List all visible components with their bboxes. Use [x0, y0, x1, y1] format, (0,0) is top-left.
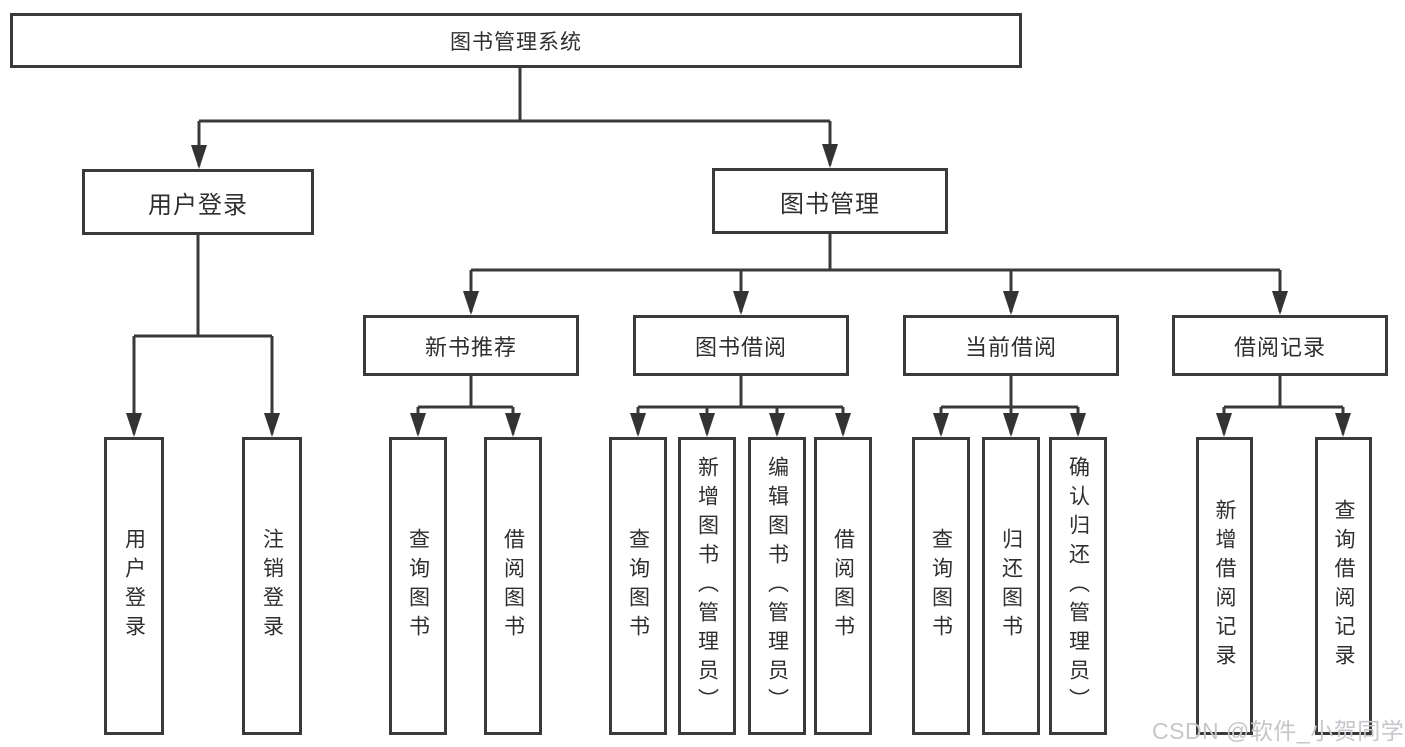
- node-label: 当前借阅: [964, 334, 1057, 360]
- connector-current-borrow-children: [933, 376, 1086, 437]
- connector-user-login-children: [126, 234, 280, 437]
- node-label: 编辑图书（管理员）: [765, 455, 789, 717]
- node-label: 借阅记录: [1233, 334, 1326, 360]
- node-user-login: 用户登录: [82, 169, 314, 235]
- node-label: 图书管理系统: [450, 30, 582, 54]
- node-label: 新书推荐: [424, 334, 517, 360]
- node-label: 查询借阅记录: [1332, 499, 1355, 673]
- node-book-management: 图书管理: [712, 168, 948, 234]
- node-label: 注销登录: [260, 528, 284, 644]
- leaf-logout: 注销登录: [242, 437, 302, 735]
- leaf-query-books-current: 查询图书: [912, 437, 970, 735]
- node-label: 查询图书: [929, 528, 953, 644]
- leaf-edit-books-admin: 编辑图书（管理员）: [748, 437, 806, 735]
- leaf-query-borrow-record: 查询借阅记录: [1315, 437, 1372, 735]
- node-book-borrow: 图书借阅: [633, 315, 849, 376]
- connector-book-borrow-children: [630, 376, 851, 437]
- node-label: 图书借阅: [694, 334, 787, 360]
- leaf-add-borrow-record: 新增借阅记录: [1196, 437, 1253, 735]
- leaf-confirm-return-admin: 确认归还（管理员）: [1049, 437, 1107, 735]
- node-label: 用户登录: [148, 191, 248, 219]
- leaf-user-login: 用户登录: [104, 437, 164, 735]
- node-borrow-record: 借阅记录: [1172, 315, 1388, 376]
- node-label: 借阅图书: [831, 528, 855, 644]
- node-label: 用户登录: [122, 528, 146, 644]
- node-new-book-recommend: 新书推荐: [363, 315, 579, 376]
- node-label: 确认归还（管理员）: [1066, 455, 1090, 717]
- node-label: 新增借阅记录: [1213, 499, 1236, 673]
- leaf-query-books-recommend: 查询图书: [389, 437, 447, 735]
- leaf-add-books-admin: 新增图书（管理员）: [678, 437, 736, 735]
- node-label: 新增图书（管理员）: [695, 455, 719, 717]
- leaf-borrow-books: 借阅图书: [814, 437, 872, 735]
- node-label: 图书管理: [780, 190, 880, 218]
- leaf-query-books-borrow: 查询图书: [609, 437, 667, 735]
- node-label: 查询图书: [626, 528, 650, 644]
- connector-root-to-level2: [191, 68, 838, 169]
- connector-new-book-children: [410, 376, 521, 437]
- node-current-borrow: 当前借阅: [903, 315, 1119, 376]
- node-label: 借阅图书: [501, 528, 525, 644]
- node-label: 归还图书: [999, 528, 1023, 644]
- connector-borrow-record-children: [1216, 376, 1351, 437]
- connector-book-management-children: [463, 234, 1288, 315]
- node-label: 查询图书: [406, 528, 430, 644]
- node-library-management-system: 图书管理系统: [10, 13, 1022, 68]
- csdn-watermark: CSDN @软件_小贺同学: [1152, 718, 1405, 744]
- leaf-return-books: 归还图书: [982, 437, 1040, 735]
- leaf-borrow-books-recommend: 借阅图书: [484, 437, 542, 735]
